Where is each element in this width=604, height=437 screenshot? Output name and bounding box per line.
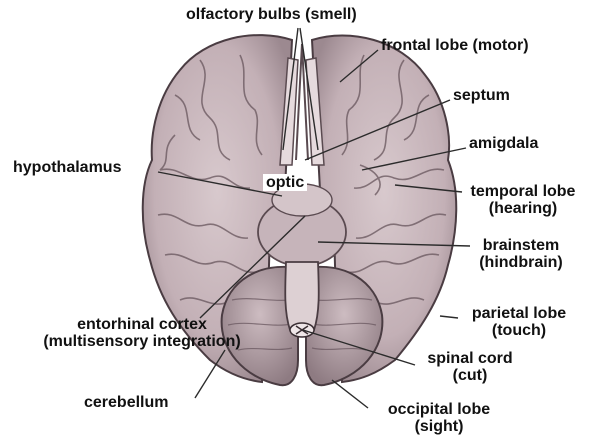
label-cerebellum: cerebellum bbox=[84, 394, 168, 411]
label-brainstem-line2: (hindbrain) bbox=[465, 254, 577, 271]
label-septum: septum bbox=[453, 87, 510, 104]
label-entorhinal-line2: (multisensory integration) bbox=[8, 333, 276, 350]
label-temporal-line1: temporal lobe bbox=[463, 183, 583, 200]
label-spinal-line2: (cut) bbox=[416, 367, 524, 384]
label-temporal-line2: (hearing) bbox=[463, 200, 583, 217]
label-spinal-cord: spinal cord (cut) bbox=[416, 350, 524, 384]
label-occipital-line1: occipital lobe bbox=[368, 401, 510, 418]
label-brainstem-line1: brainstem bbox=[465, 237, 577, 254]
label-brainstem: brainstem (hindbrain) bbox=[465, 237, 577, 271]
label-olfactory-bulbs: olfactory bulbs (smell) bbox=[186, 6, 357, 23]
brainstem bbox=[285, 262, 319, 330]
leader-occipital bbox=[332, 380, 368, 408]
label-parietal-line2: (touch) bbox=[456, 322, 582, 339]
label-occipital-line2: (sight) bbox=[368, 418, 510, 435]
label-spinal-line1: spinal cord bbox=[416, 350, 524, 367]
spinal-cord-cut bbox=[290, 323, 314, 337]
label-entorhinal-line1: entorhinal cortex bbox=[8, 316, 276, 333]
label-temporal-lobe: temporal lobe (hearing) bbox=[463, 183, 583, 217]
label-occipital-lobe: occipital lobe (sight) bbox=[368, 401, 510, 435]
label-amigdala: amigdala bbox=[469, 135, 538, 152]
label-optic: optic bbox=[263, 174, 307, 191]
label-entorhinal-cortex: entorhinal cortex (multisensory integrat… bbox=[8, 316, 276, 350]
label-hypothalamus: hypothalamus bbox=[13, 159, 121, 176]
label-parietal-lobe: parietal lobe (touch) bbox=[456, 305, 582, 339]
label-frontal-lobe: frontal lobe (motor) bbox=[381, 37, 529, 54]
label-parietal-line1: parietal lobe bbox=[456, 305, 582, 322]
